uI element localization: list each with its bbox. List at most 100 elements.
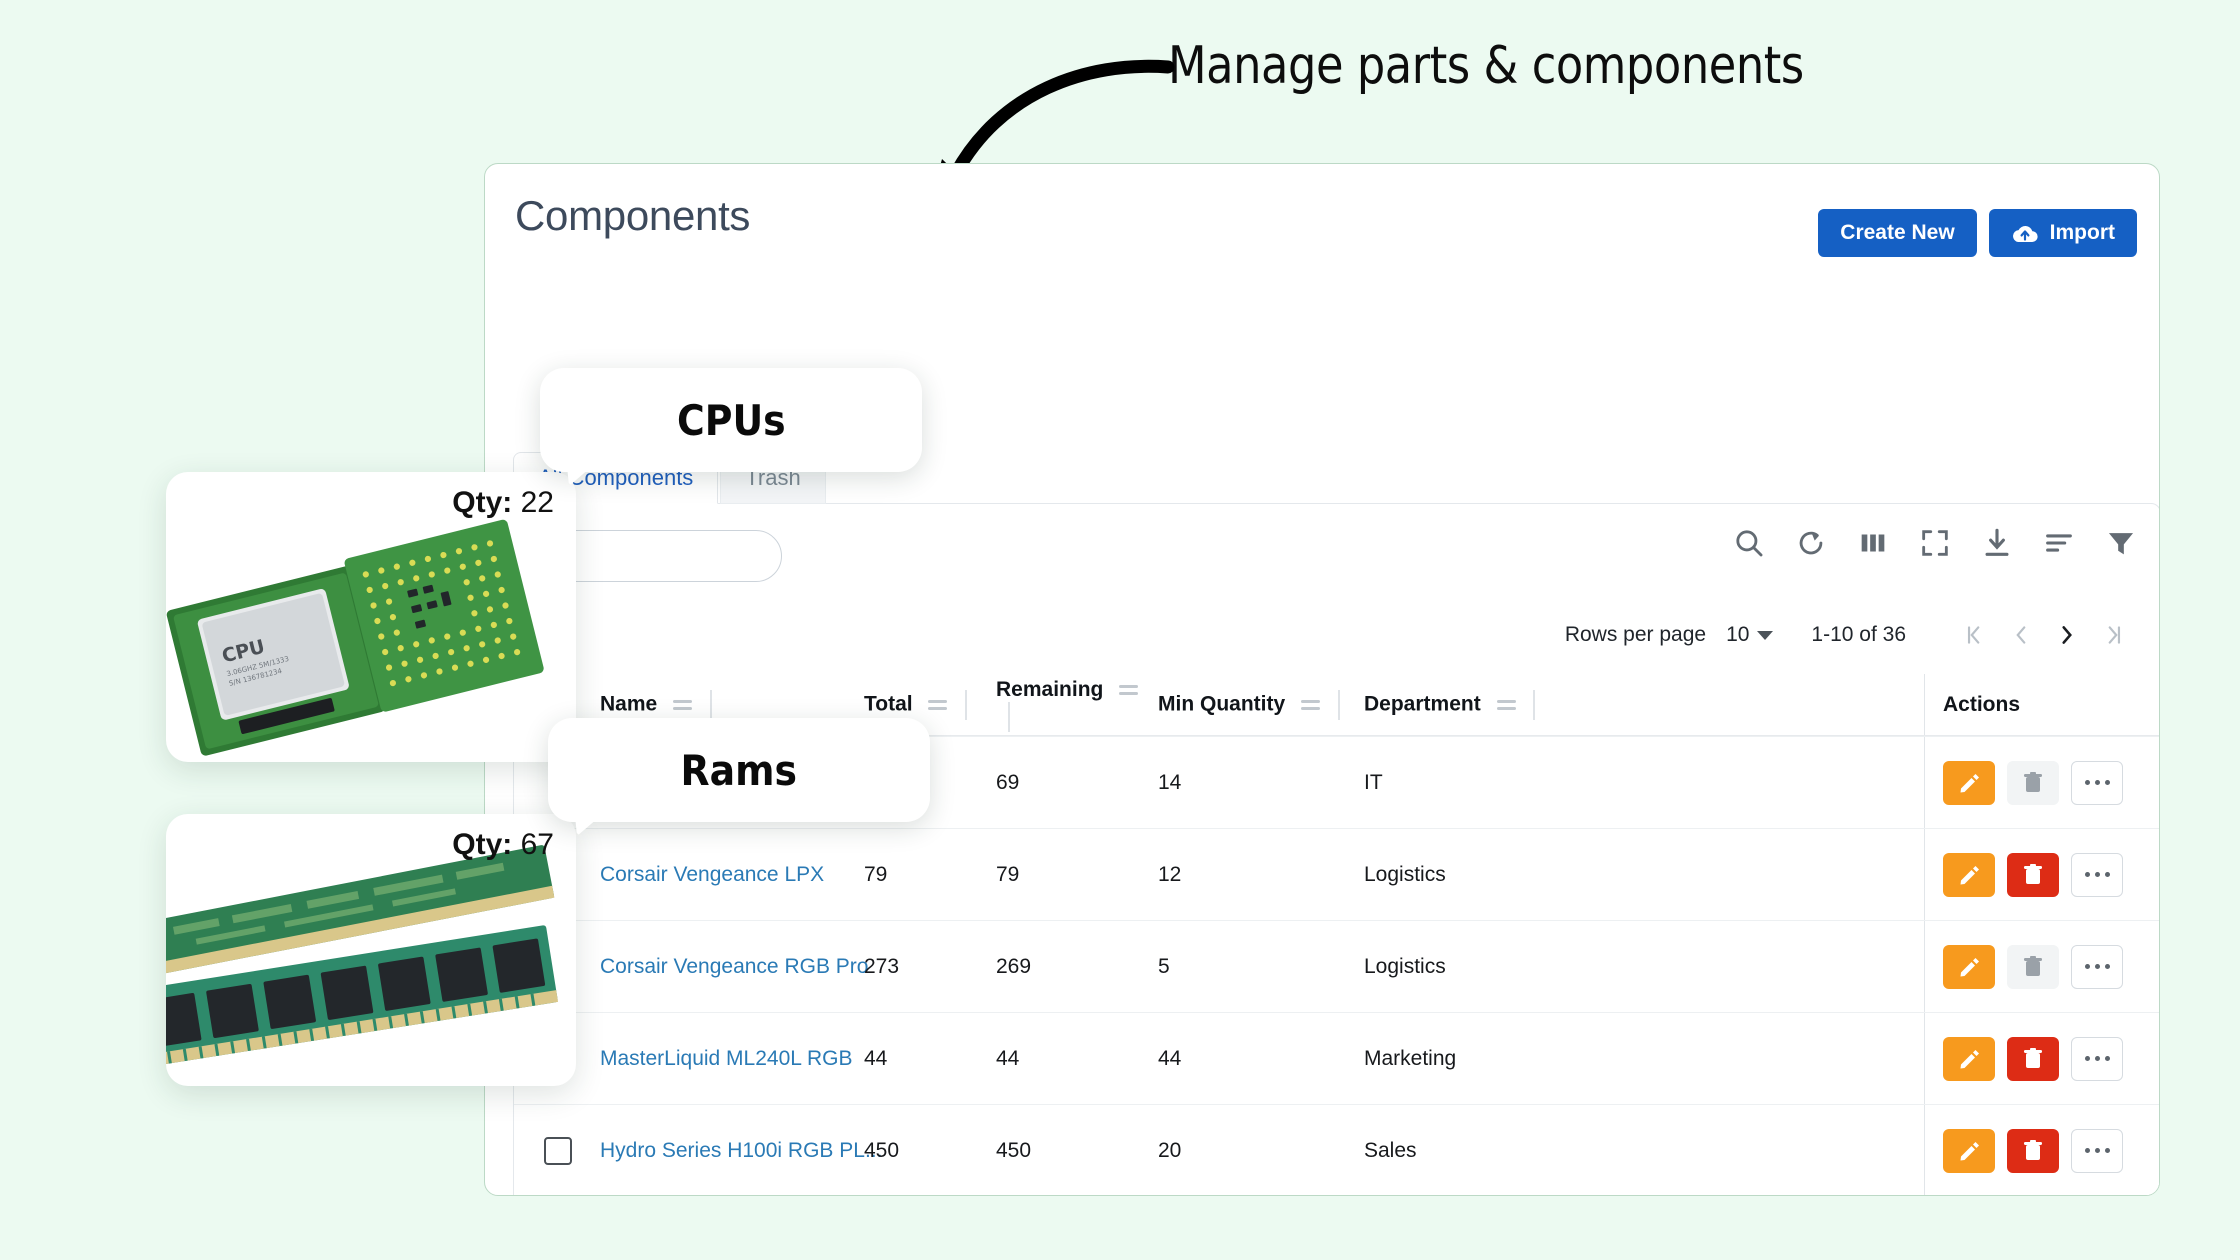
- row-name: Hydro Series H100i RGB PL...: [600, 1139, 882, 1163]
- row-min-quantity: 12: [1158, 862, 1182, 886]
- cloud-upload-icon: [2012, 226, 2038, 243]
- row-name-link[interactable]: MasterLiquid ML240L RGB: [600, 1046, 853, 1070]
- header-min-quantity-resizer[interactable]: [1337, 689, 1340, 720]
- more-actions-button[interactable]: [2071, 852, 2123, 897]
- header-min-quantity-handle[interactable]: [1301, 699, 1321, 710]
- row-remaining: 269: [996, 954, 1032, 978]
- chevron-down-icon[interactable]: [1757, 630, 1774, 640]
- edit-button[interactable]: [1943, 1128, 1995, 1173]
- delete-button[interactable]: [2007, 944, 2059, 989]
- trash-icon: [2024, 863, 2042, 884]
- toolbar-icon-group: [1732, 526, 2138, 560]
- table-row[interactable]: Hydro Series H100i RGB PL... 450 450 20 …: [514, 1104, 2159, 1195]
- row-total: 450: [864, 1138, 900, 1162]
- pencil-icon: [1960, 1141, 1979, 1160]
- qty-label-cpu: Qty: 22: [452, 486, 554, 520]
- next-page-button[interactable]: [2044, 612, 2090, 658]
- edit-button[interactable]: [1943, 760, 1995, 805]
- trash-icon: [2024, 955, 2042, 976]
- pencil-icon: [1960, 1049, 1979, 1068]
- page-title: Components: [515, 192, 751, 239]
- header-name-handle[interactable]: [673, 699, 693, 710]
- row-min-quantity: 14: [1158, 770, 1182, 794]
- row-actions: [1924, 921, 2159, 1012]
- more-actions-button[interactable]: [2071, 1036, 2123, 1081]
- row-actions: [1924, 737, 2159, 828]
- header-actions: Create New Import: [1818, 209, 2137, 257]
- row-department: Sales: [1364, 1138, 1417, 1162]
- more-actions-button[interactable]: [2071, 944, 2123, 989]
- fullscreen-icon[interactable]: [1918, 526, 1952, 560]
- header-total-label: Total: [864, 692, 913, 716]
- header-total-resizer[interactable]: [965, 689, 968, 720]
- edit-button[interactable]: [1943, 944, 1995, 989]
- ellipsis-icon: [2084, 964, 2110, 969]
- row-name-link[interactable]: Corsair Vengeance RGB Pro: [600, 954, 869, 978]
- photo-card-cpu: CPU 3.06GHZ 5M/1333 S/N 136781234: [166, 472, 576, 762]
- header-actions-label: Actions: [1943, 692, 2021, 716]
- header-total: Total: [864, 689, 996, 720]
- callout-cpus-label: CPUs: [676, 395, 786, 445]
- header-department-resizer[interactable]: [1533, 689, 1536, 720]
- pencil-icon: [1960, 773, 1979, 792]
- delete-button[interactable]: [2007, 852, 2059, 897]
- ram-photo: [166, 845, 559, 1068]
- first-page-button[interactable]: [1952, 612, 1998, 658]
- refresh-icon[interactable]: [1794, 526, 1828, 560]
- row-actions: [1924, 1105, 2159, 1195]
- header-remaining-handle[interactable]: [1119, 684, 1139, 695]
- delete-button[interactable]: [2007, 1128, 2059, 1173]
- header-department: Department: [1364, 689, 1580, 720]
- columns-icon[interactable]: [1856, 526, 1890, 560]
- edit-button[interactable]: [1943, 1036, 1995, 1081]
- table-row[interactable]: MasterLiquid ML240L RGB 44 44 44 Marketi…: [514, 1012, 2159, 1104]
- qty-label-ram-prefix: Qty:: [452, 828, 513, 861]
- edit-button[interactable]: [1943, 852, 1995, 897]
- row-department: Marketing: [1364, 1046, 1457, 1070]
- qty-label-ram-value: 67: [520, 828, 554, 861]
- last-page-button[interactable]: [2090, 612, 2136, 658]
- table-row[interactable]: Corsair Vengeance RGB Pro 273 269 5 Logi…: [514, 920, 2159, 1012]
- header-name-resizer[interactable]: [709, 689, 712, 720]
- row-min-quantity: 20: [1158, 1138, 1182, 1162]
- row-name-link[interactable]: Hydro Series H100i RGB PL...: [600, 1138, 883, 1162]
- header-department-handle[interactable]: [1496, 699, 1516, 710]
- header-remaining: Remaining: [996, 678, 1158, 732]
- search-icon[interactable]: [1732, 526, 1766, 560]
- import-button[interactable]: Import: [1988, 209, 2137, 257]
- ellipsis-icon: [2084, 1148, 2110, 1153]
- import-label: Import: [2049, 221, 2115, 244]
- download-icon[interactable]: [1980, 526, 2014, 560]
- row-remaining: 450: [996, 1138, 1032, 1162]
- header-remaining-label: Remaining: [996, 677, 1104, 701]
- row-name: Corsair Vengeance LPX: [600, 863, 864, 887]
- pencil-icon: [1960, 957, 1979, 976]
- delete-button[interactable]: [2007, 1036, 2059, 1081]
- table-row[interactable]: Corsair Vengeance LPX 79 79 12 Logistics…: [514, 828, 2159, 920]
- rows-per-page-value[interactable]: 10: [1726, 623, 1750, 646]
- header-remaining-resizer[interactable]: [1008, 701, 1010, 732]
- qty-label-ram: Qty: 67: [452, 828, 554, 862]
- header-name: Name: [600, 689, 864, 720]
- qty-label-cpu-value: 22: [520, 486, 554, 519]
- row-min-quantity: 5: [1158, 954, 1170, 978]
- header-min-quantity: Min Quantity: [1158, 689, 1364, 720]
- header-department-label: Department: [1364, 692, 1481, 716]
- previous-page-button[interactable]: [1998, 612, 2044, 658]
- row-select-checkbox[interactable]: [544, 1136, 572, 1165]
- delete-button[interactable]: [2007, 760, 2059, 805]
- trash-icon: [2024, 1139, 2042, 1160]
- row-name-link[interactable]: Corsair Vengeance LPX: [600, 862, 825, 886]
- components-app-card: Components Create New Import All Compone…: [484, 163, 2160, 1196]
- row-actions: [1924, 829, 2159, 920]
- rows-per-page-label: Rows per page: [1564, 623, 1707, 646]
- filter-icon[interactable]: [2104, 526, 2138, 560]
- pencil-icon: [1960, 865, 1979, 884]
- create-new-button[interactable]: Create New: [1818, 209, 1977, 257]
- row-remaining: 44: [996, 1046, 1020, 1070]
- header-total-handle[interactable]: [928, 699, 948, 710]
- row-total: 44: [864, 1046, 888, 1070]
- more-actions-button[interactable]: [2071, 1128, 2123, 1173]
- density-icon[interactable]: [2042, 526, 2076, 560]
- more-actions-button[interactable]: [2071, 760, 2123, 805]
